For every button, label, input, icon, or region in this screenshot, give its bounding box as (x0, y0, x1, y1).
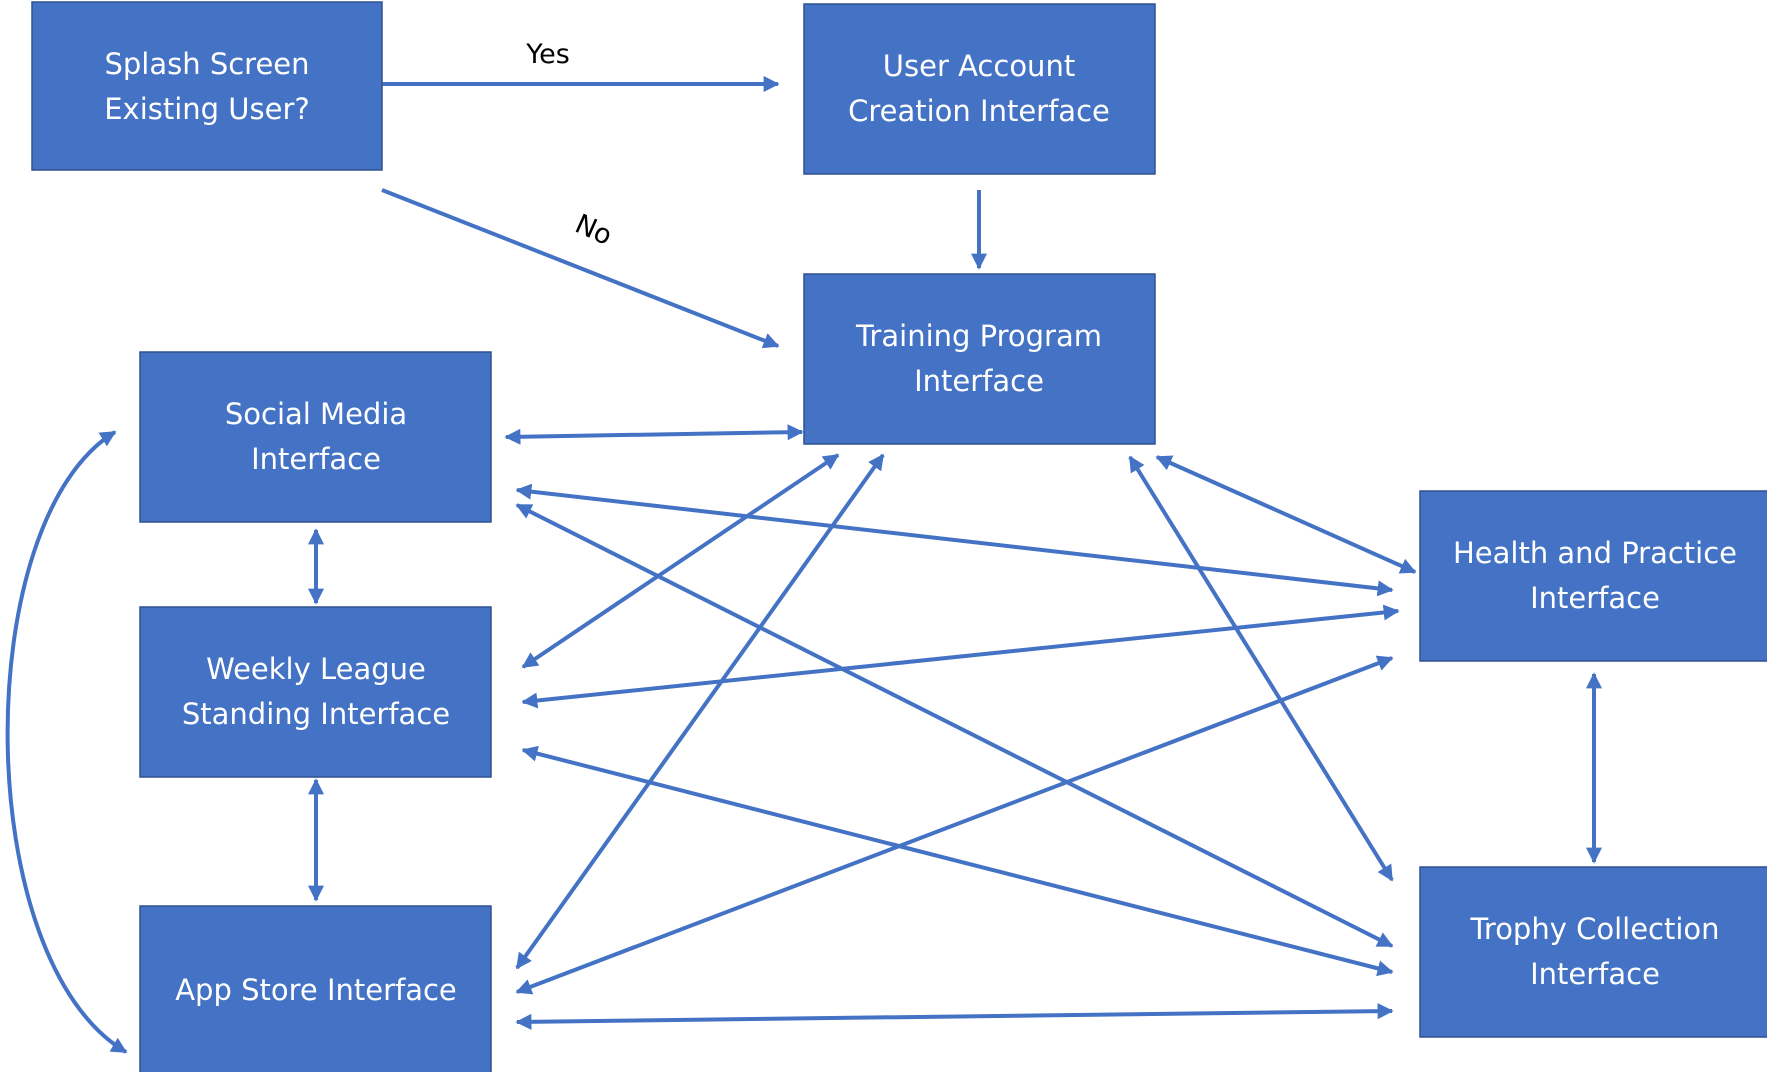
node-social-line-2: Interface (251, 442, 381, 476)
edge-training-trophy (1128, 455, 1394, 882)
node-trophy-line-2: Interface (1530, 957, 1660, 991)
node-weekly-line-1: Weekly League (206, 652, 426, 686)
node-trophy-collection: Trophy Collection Interface (1419, 866, 1767, 1038)
node-splash-line-1: Splash Screen (104, 47, 309, 81)
node-appstore-line-1: App Store Interface (175, 973, 457, 1007)
edge-social-trophy (515, 503, 1394, 948)
node-trophy-line-1: Trophy Collection (1469, 912, 1719, 946)
node-training-line-2: Interface (914, 364, 1044, 398)
edge-appstore-trophy (515, 1003, 1394, 1030)
edge-label-no: No (570, 209, 616, 252)
edge-social-appstore-curve (5, 430, 128, 1054)
node-training-program: Training Program Interface (803, 273, 1156, 445)
node-user-account-creation: User Account Creation Interface (803, 3, 1156, 175)
node-training-line-1: Training Program (855, 319, 1102, 353)
edges (5, 76, 1602, 1054)
edge-social-training (504, 424, 804, 445)
edge-label-yes: Yes (525, 39, 570, 70)
node-app-store: App Store Interface (139, 905, 492, 1072)
node-weekly-line-2: Standing Interface (182, 697, 450, 731)
node-health-and-practice: Health and Practice Interface (1419, 490, 1767, 662)
node-social-media: Social Media Interface (139, 351, 492, 523)
node-weekly-league-standing: Weekly League Standing Interface (139, 606, 492, 778)
edge-weekly-training (521, 453, 840, 669)
node-splash-line-2: Existing User? (104, 92, 310, 126)
edge-weekly-health (521, 604, 1400, 709)
node-health-line-1: Health and Practice (1453, 536, 1737, 570)
node-health-line-2: Interface (1530, 581, 1660, 615)
node-account-line-1: User Account (883, 49, 1075, 83)
node-splash-screen: Splash Screen Existing User? (31, 1, 383, 171)
node-social-line-1: Social Media (225, 397, 407, 431)
edge-appstore-health (515, 655, 1394, 995)
edge-splash-to-training (381, 188, 780, 349)
node-account-line-2: Creation Interface (848, 94, 1110, 128)
edge-training-health (1155, 455, 1417, 574)
